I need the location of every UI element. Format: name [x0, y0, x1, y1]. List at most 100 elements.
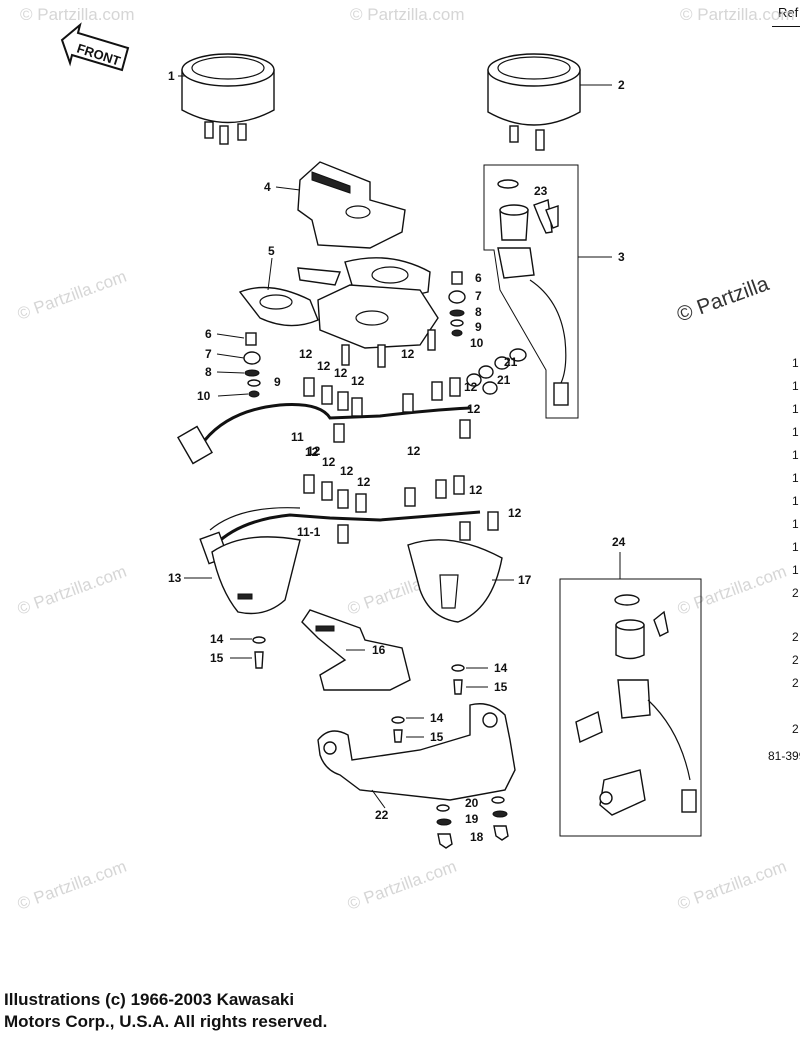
callout-12k: 12	[340, 464, 354, 478]
callout-12e: 12	[401, 347, 415, 361]
callout-1: 1	[168, 69, 175, 83]
watermark: © Partzilla.com	[345, 857, 459, 914]
watermark-large: © Partzilla	[674, 272, 772, 327]
callout-16: 16	[372, 643, 386, 657]
watermark: © Partzilla.com	[20, 5, 135, 24]
ref-number: 2	[792, 586, 799, 600]
callout-12h: 12	[305, 445, 319, 459]
ref-number: 1	[792, 540, 799, 554]
ignition-switch-assembly-3	[483, 164, 579, 419]
callout-15b: 15	[494, 680, 508, 694]
callout-13: 13	[168, 571, 182, 585]
ref-header-rule	[772, 26, 800, 27]
ref-number: 1	[792, 356, 799, 370]
wiring-harness-11-1	[199, 474, 499, 565]
callout-9a: 9	[274, 375, 281, 389]
callout-24: 24	[612, 535, 626, 549]
callout-12a: 12	[299, 347, 313, 361]
watermark: © Partzilla.com	[675, 857, 789, 914]
callout-19: 19	[465, 812, 479, 826]
ref-number: 1	[792, 379, 799, 393]
callout-8a: 8	[205, 365, 212, 379]
screw-set-right	[451, 664, 465, 695]
callout-12n: 12	[469, 483, 483, 497]
watermark: © Partzilla.com	[675, 562, 789, 619]
ref-number: 1	[792, 448, 799, 462]
ref-number: 1	[792, 563, 799, 577]
screw-set-center	[391, 716, 405, 743]
callout-12d: 12	[351, 374, 365, 388]
callout-21a: 21	[504, 355, 518, 369]
ref-number: 1	[792, 471, 799, 485]
bulb-socket-stack-right	[448, 271, 466, 337]
ref-column-header: Ref	[778, 5, 799, 20]
switch-kit-24	[559, 578, 702, 837]
meter-1	[181, 53, 275, 145]
ref-number: 2	[792, 653, 799, 667]
meter-bracket-4	[297, 161, 406, 249]
callout-9b: 9	[475, 320, 482, 334]
callout-6b: 6	[475, 271, 482, 285]
watermark: © Partzilla.com	[350, 5, 465, 24]
callout-12m: 12	[407, 444, 421, 458]
copyright-notice: Illustrations (c) 1966-2003 Kawasaki Mot…	[4, 989, 327, 1033]
callout-12c: 12	[334, 366, 348, 380]
ref-number: 2	[792, 722, 799, 736]
ref-number-column: 1 1 1 1 1 1 1 1 1 1 2 2 2 2 2 81-399	[768, 356, 800, 763]
ref-number: 1	[792, 402, 799, 416]
callout-3: 3	[618, 250, 625, 264]
callout-23: 23	[534, 184, 548, 198]
callout-7b: 7	[475, 289, 482, 303]
callout-4: 4	[264, 180, 271, 194]
callout-2: 2	[618, 78, 625, 92]
screw-set-left	[252, 636, 266, 669]
bulb-socket-stack-left	[243, 332, 261, 398]
ref-number: 1	[792, 425, 799, 439]
copyright-line-1: Illustrations (c) 1966-2003 Kawasaki	[4, 990, 295, 1009]
callout-11: 11	[291, 430, 304, 444]
callout-5: 5	[268, 244, 275, 258]
watermark: © Partzilla.com	[15, 562, 129, 619]
meter-2	[487, 53, 581, 151]
callout-6a: 6	[205, 327, 212, 341]
copyright-line-2: Motors Corp., U.S.A. All rights reserved…	[4, 1012, 328, 1031]
mounting-bracket-22	[317, 703, 516, 801]
callout-14c: 14	[430, 711, 444, 725]
ref-number: 2	[792, 630, 799, 644]
watermark: © Partzilla.com	[15, 857, 129, 914]
key-set-23	[533, 199, 559, 234]
callout-12g: 12	[467, 402, 481, 416]
meter-cover-13	[211, 536, 301, 615]
ref-number: 2	[792, 676, 799, 690]
callout-10a: 10	[197, 389, 211, 403]
callout-14b: 14	[494, 661, 508, 675]
callout-7a: 7	[205, 347, 212, 361]
watermark: © Partzilla.com	[15, 267, 129, 324]
callout-20: 20	[465, 796, 479, 810]
ref-number: 1	[792, 494, 799, 508]
callout-21b: 21	[497, 373, 511, 387]
callout-10b: 10	[470, 336, 484, 350]
drawing-code: 81-399	[768, 749, 800, 763]
callout-22: 22	[375, 808, 389, 822]
callout-12o: 12	[508, 506, 522, 520]
callout-12i: 12	[307, 444, 321, 458]
front-arrow-icon: FRONT	[60, 22, 130, 72]
meter-cover-17	[407, 539, 503, 623]
ref-number: 1	[792, 517, 799, 531]
watermark: © Partzilla.com	[680, 5, 795, 24]
meter-housing	[317, 284, 439, 368]
callout-14a: 14	[210, 632, 224, 646]
callout-17: 17	[518, 573, 532, 587]
wiring-harness-11	[177, 377, 471, 465]
callout-18: 18	[470, 830, 484, 844]
grommets-21	[466, 348, 527, 395]
callout-15a: 15	[210, 651, 224, 665]
callout-12j: 12	[322, 455, 336, 469]
callout-12f: 12	[464, 380, 478, 394]
nut-washer-set	[436, 796, 509, 849]
callout-15c: 15	[430, 730, 444, 744]
callout-12b: 12	[317, 359, 331, 373]
callout-11-1: 11-1	[297, 525, 321, 539]
